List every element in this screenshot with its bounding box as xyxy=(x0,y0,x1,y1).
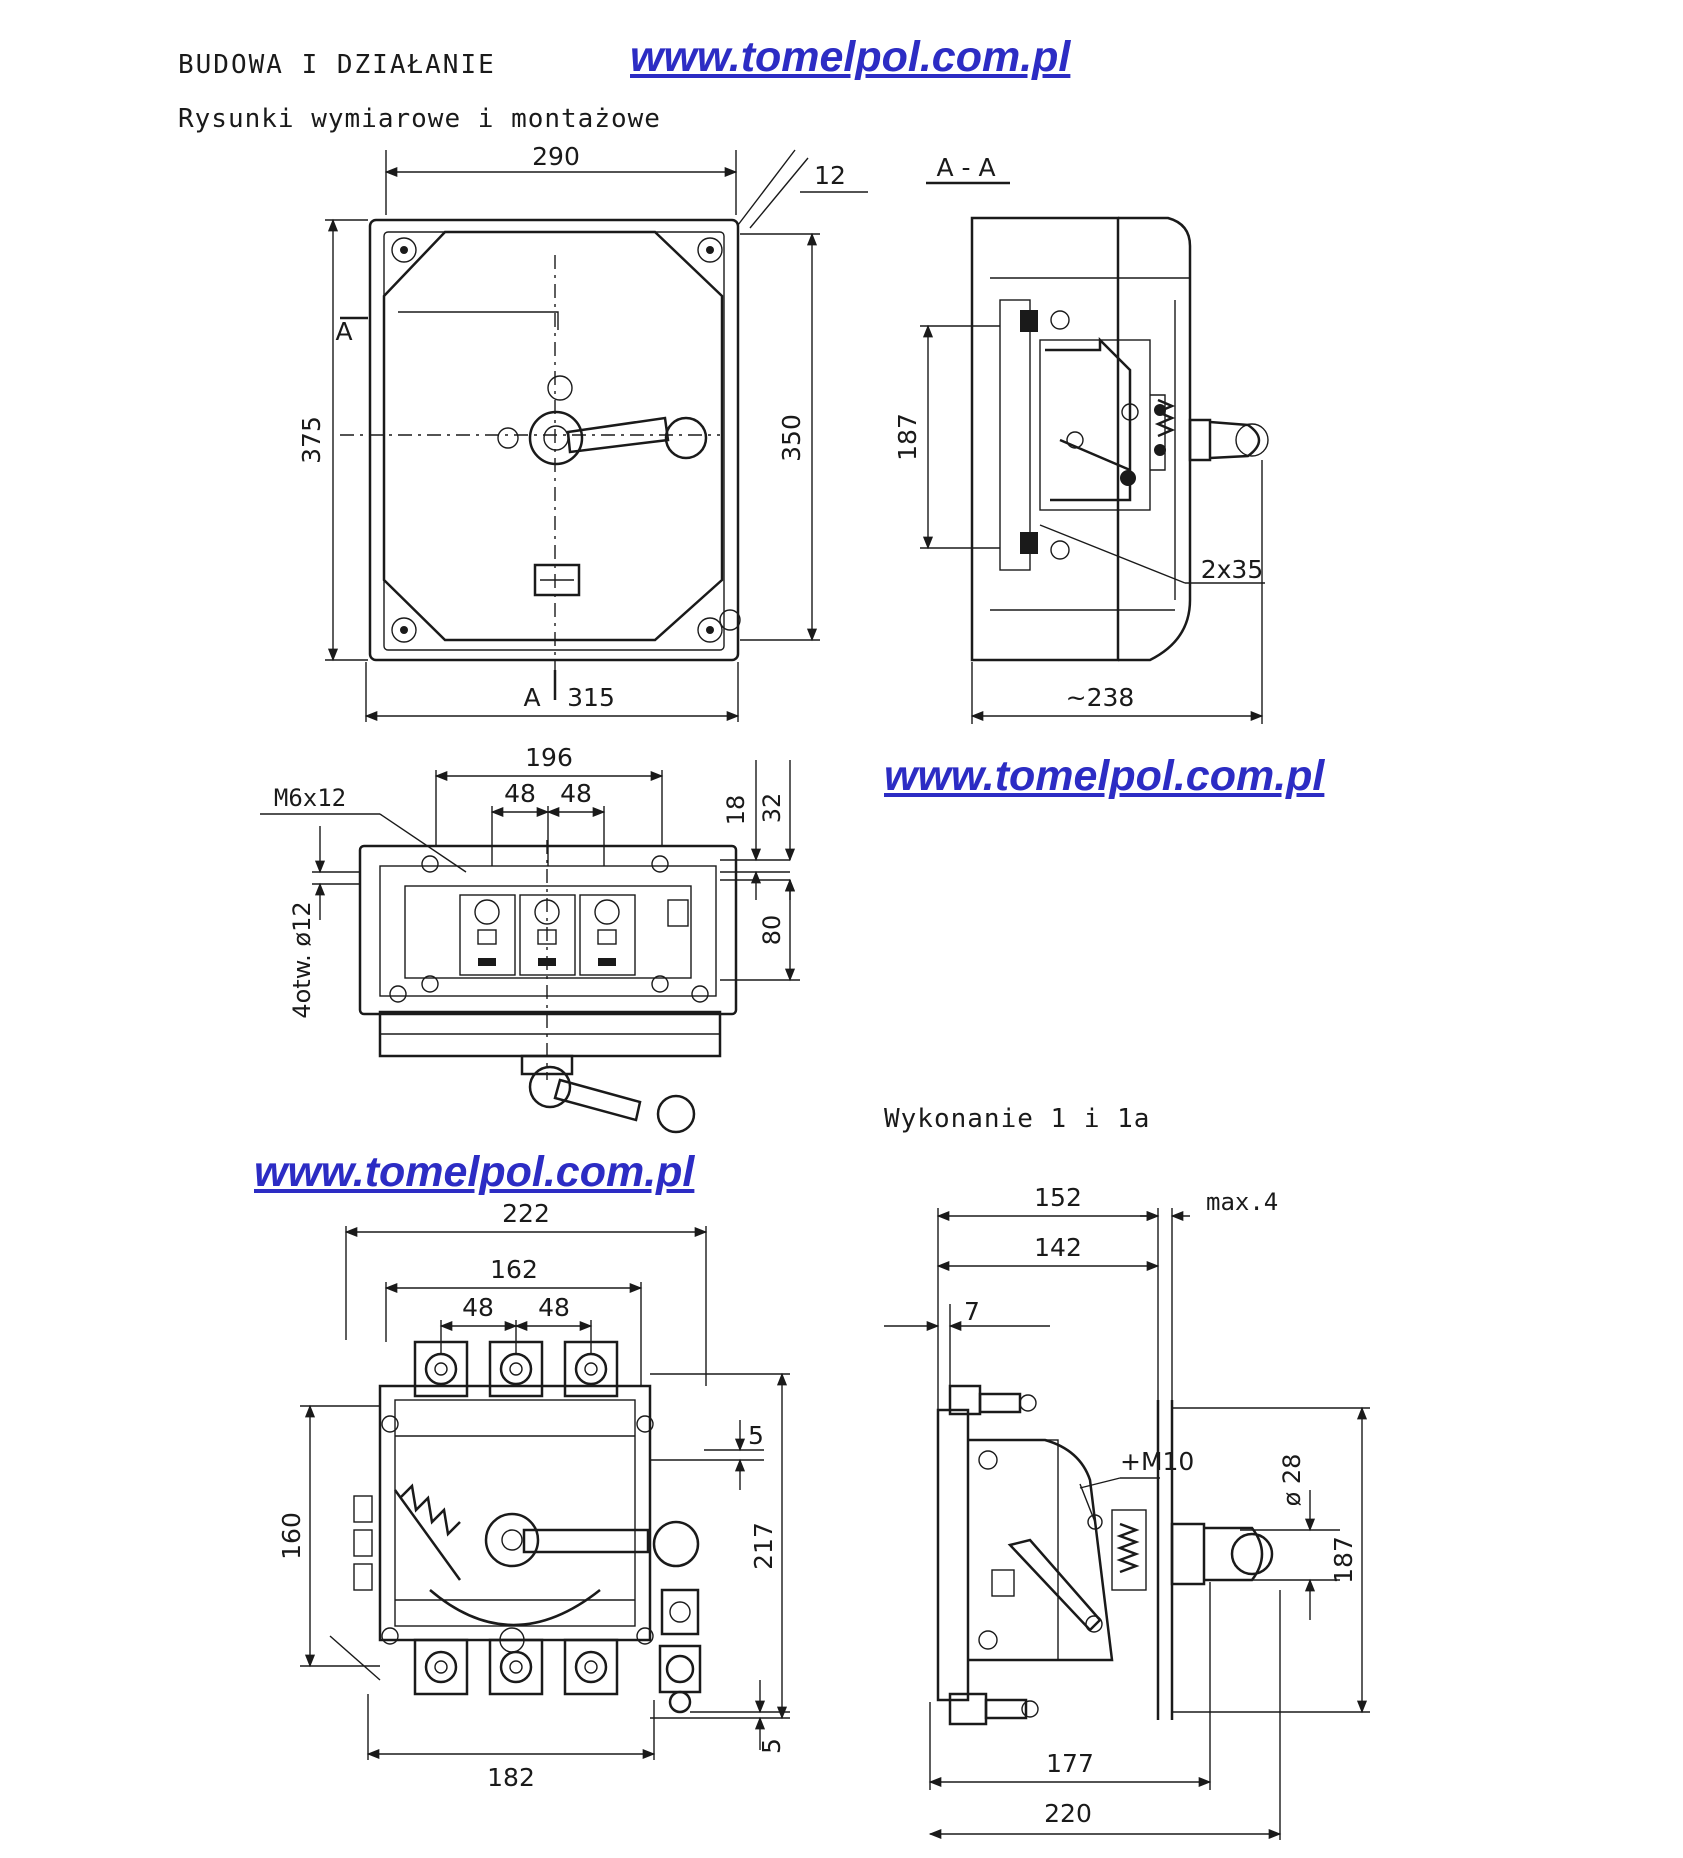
dim-top-pitch-1: 48 xyxy=(504,779,536,808)
dim-side-base-1: 177 xyxy=(1046,1749,1094,1778)
dim-switch-height-right: 217 xyxy=(749,1522,778,1570)
switch-front-view: 222 162 48 48 160 217 5 xyxy=(277,1199,790,1792)
dim-width-bottom: 315 xyxy=(567,683,615,712)
terminal-block-left xyxy=(459,894,516,976)
side-terminal-top xyxy=(948,1384,1037,1416)
section-mark-bottom: A xyxy=(523,683,540,712)
section-title: A - A xyxy=(936,153,995,182)
dim-side-base-2: 220 xyxy=(1044,1799,1092,1828)
variant-caption: Wykonanie 1 i 1a xyxy=(884,1104,1151,1134)
dim-switch-width-bottom: 182 xyxy=(487,1763,535,1792)
dim-cable: 2x35 xyxy=(1201,555,1264,584)
watermark-url-2[interactable]: www.tomelpol.com.pl xyxy=(884,752,1325,800)
aux-contact xyxy=(658,1588,702,1714)
dim-top-offset-1: 18 xyxy=(722,795,750,826)
terminal-block-right xyxy=(579,894,636,976)
dim-top-offset-2: 32 xyxy=(758,793,786,824)
dim-corner: 12 xyxy=(814,161,846,190)
section-mark-top: A xyxy=(335,317,352,346)
dim-top-pitch-2: 48 xyxy=(560,779,592,808)
dim-side-offset: 7 xyxy=(964,1297,980,1326)
dim-aa-height: 187 xyxy=(893,413,922,461)
front-view: 290 12 375 350 315 A A xyxy=(297,142,868,722)
dim-switch-gap-bottom: 5 xyxy=(757,1738,786,1754)
terminal-bottom-left xyxy=(413,1638,469,1696)
dim-side-depth-2: 142 xyxy=(1034,1233,1082,1262)
dim-side-height: 187 xyxy=(1329,1536,1358,1584)
dim-height-right: 350 xyxy=(777,414,806,462)
dim-side-screw: +M10 xyxy=(1120,1447,1194,1476)
dim-top-overall: 196 xyxy=(525,743,573,772)
page-subtitle: Rysunki wymiarowe i montażowe xyxy=(178,104,661,134)
dim-switch-width-inner: 162 xyxy=(490,1255,538,1284)
watermark-url-1[interactable]: www.tomelpol.com.pl xyxy=(630,33,1071,81)
dim-top-holes: 4otw. ø12 xyxy=(288,901,316,1018)
terminal-bottom-right xyxy=(563,1638,619,1696)
dim-side-diameter: ø 28 xyxy=(1278,1454,1306,1507)
dim-aa-depth: ~238 xyxy=(1066,683,1135,712)
dim-switch-height-left: 160 xyxy=(277,1512,306,1560)
watermark-url-3[interactable]: www.tomelpol.com.pl xyxy=(254,1148,695,1196)
switch-side-view: +M10 152 max.4 142 7 ø 28 187 xyxy=(884,1183,1370,1840)
terminal-bottom-middle xyxy=(488,1638,544,1696)
dim-side-depth-1: 152 xyxy=(1034,1183,1082,1212)
page-title: BUDOWA I DZIAŁANIE xyxy=(178,50,496,80)
dim-switch-pitch-2: 48 xyxy=(538,1293,570,1322)
dim-switch-gap-top: 5 xyxy=(748,1421,764,1450)
dim-switch-width-outer: 222 xyxy=(502,1199,550,1228)
dim-width-top: 290 xyxy=(532,142,580,171)
dim-top-bolt: M6x12 xyxy=(274,784,346,812)
top-view: 196 48 48 M6x12 18 32 80 xyxy=(260,743,800,1134)
dim-switch-pitch-1: 48 xyxy=(462,1293,494,1322)
section-aa-view: A - A xyxy=(893,153,1269,724)
dim-top-depth: 80 xyxy=(758,915,786,946)
side-terminal-bottom xyxy=(948,1692,1039,1726)
dim-side-panel: max.4 xyxy=(1206,1188,1278,1216)
dim-height-left: 375 xyxy=(297,416,326,464)
